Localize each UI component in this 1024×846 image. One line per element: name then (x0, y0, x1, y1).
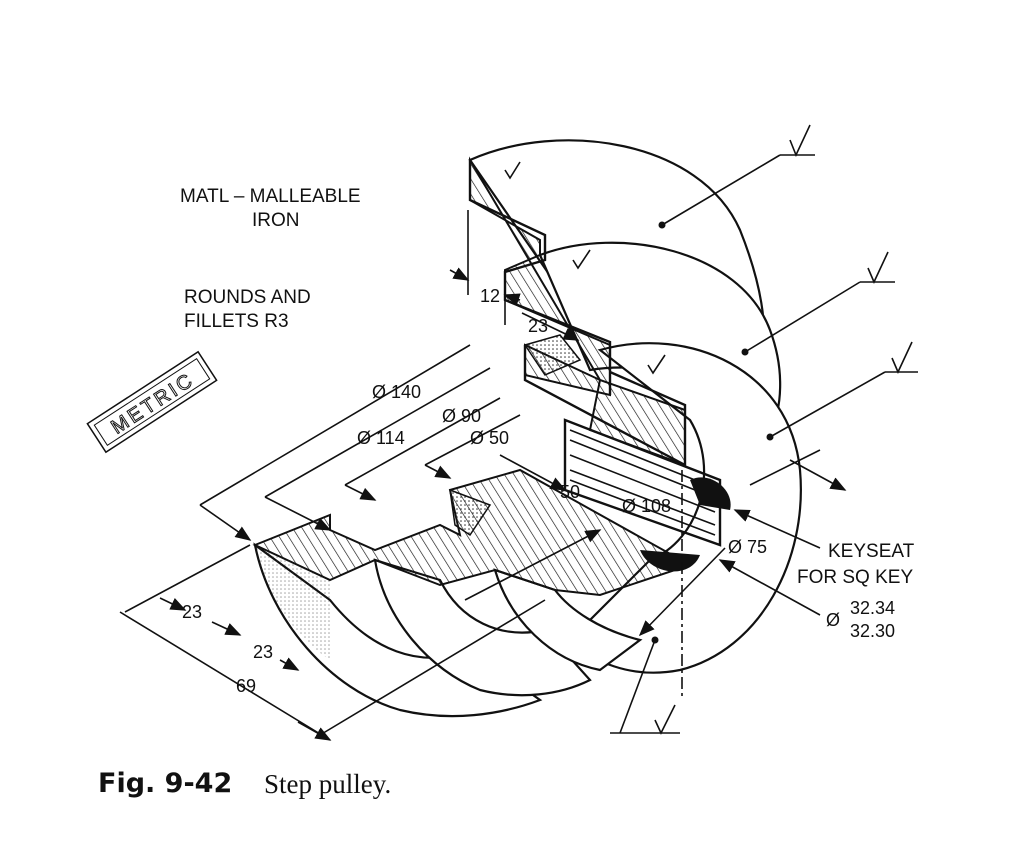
figure-number: Fig. 9-42 (98, 768, 232, 799)
pulley-body (253, 139, 802, 718)
lower-fillet-shade (449, 488, 492, 537)
upper-fillet-shade (523, 334, 582, 376)
dim-diameter-90: Ø 90 (442, 406, 481, 426)
dim-width-12: 12 (480, 286, 500, 306)
dim-width-23-b: 23 (253, 642, 273, 662)
bore-diameter-symbol: Ø (826, 610, 840, 630)
upper-section-outline (468, 160, 687, 467)
material-note-line2: IRON (252, 210, 300, 231)
dim-width-23-a: 23 (182, 602, 202, 622)
bore-tolerance-upper: 32.34 (850, 598, 895, 618)
lower-small-crescent (493, 568, 643, 672)
finish-symbols (504, 124, 918, 735)
dim-diameter-108: Ø 108 (622, 496, 671, 516)
dim-diameter-50: Ø 50 (470, 428, 509, 448)
bore-tolerance-lower: 32.30 (850, 621, 895, 641)
keyseat-note-line1: KEYSEAT (828, 541, 915, 562)
lower-left-shade (255, 545, 330, 660)
keyseat-note-line2: FOR SQ KEY (797, 567, 913, 588)
dim-diameter-75: Ø 75 (728, 537, 767, 557)
dim-diameter-114: Ø 114 (357, 428, 405, 448)
rounds-note-line2: FILLETS R3 (184, 311, 289, 332)
metric-stamp: METRIC (86, 350, 218, 454)
lower-middle-crescent (373, 558, 592, 697)
material-note-line1: MATL – MALLEABLE (180, 186, 361, 207)
dim-diameter-140: Ø 140 (372, 382, 421, 402)
dimension-lines (119, 210, 847, 741)
dim-length-50: 50 (560, 482, 580, 502)
rounds-note-line1: ROUNDS AND (184, 287, 311, 308)
small-step-face (568, 342, 802, 674)
dim-width-23-top: 23 (528, 316, 548, 336)
hub-bore (563, 418, 731, 700)
figure-title: Step pulley. (264, 769, 391, 799)
dim-width-69: 69 (236, 676, 256, 696)
